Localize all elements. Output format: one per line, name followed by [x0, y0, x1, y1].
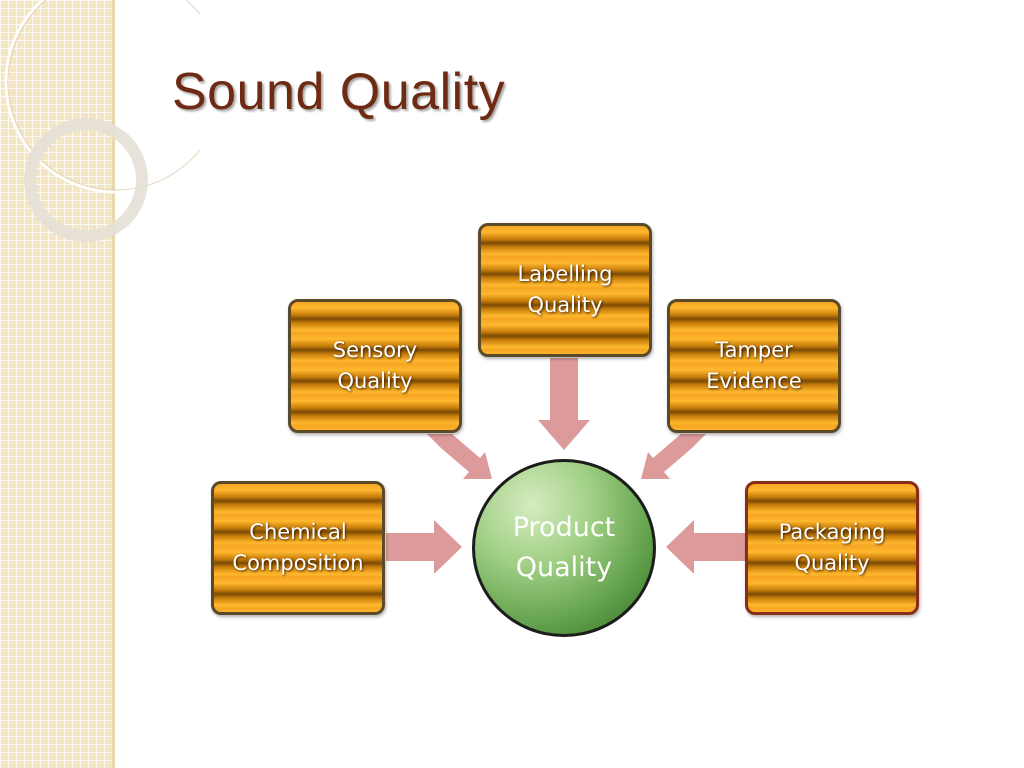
- arrow-chemical: [386, 520, 462, 574]
- arrow-packaging: [666, 520, 745, 574]
- node-labelling-quality: Labelling Quality: [478, 223, 652, 357]
- node-tamper-evidence: Tamper Evidence: [667, 299, 841, 433]
- center-node-label: Product Quality: [512, 512, 616, 583]
- arrow-sensory: [427, 434, 492, 479]
- arrow-tamper: [641, 434, 706, 479]
- center-node-product-quality: Product Quality: [472, 459, 656, 637]
- node-chemical-composition: Chemical Composition: [211, 481, 385, 615]
- node-label: Tamper Evidence: [706, 338, 802, 393]
- decorative-rings: [4, 0, 200, 242]
- node-sensory-quality: Sensory Quality: [288, 299, 462, 433]
- node-label: Labelling Quality: [517, 262, 613, 317]
- slide-title: Sound Quality: [172, 63, 506, 121]
- node-packaging-quality: Packaging Quality: [745, 481, 919, 615]
- node-label: Sensory Quality: [332, 338, 418, 393]
- decorative-strip-edge: [112, 0, 115, 768]
- arrow-labelling: [538, 358, 590, 450]
- node-label: Chemical Composition: [232, 520, 364, 575]
- node-label: Packaging Quality: [778, 520, 886, 575]
